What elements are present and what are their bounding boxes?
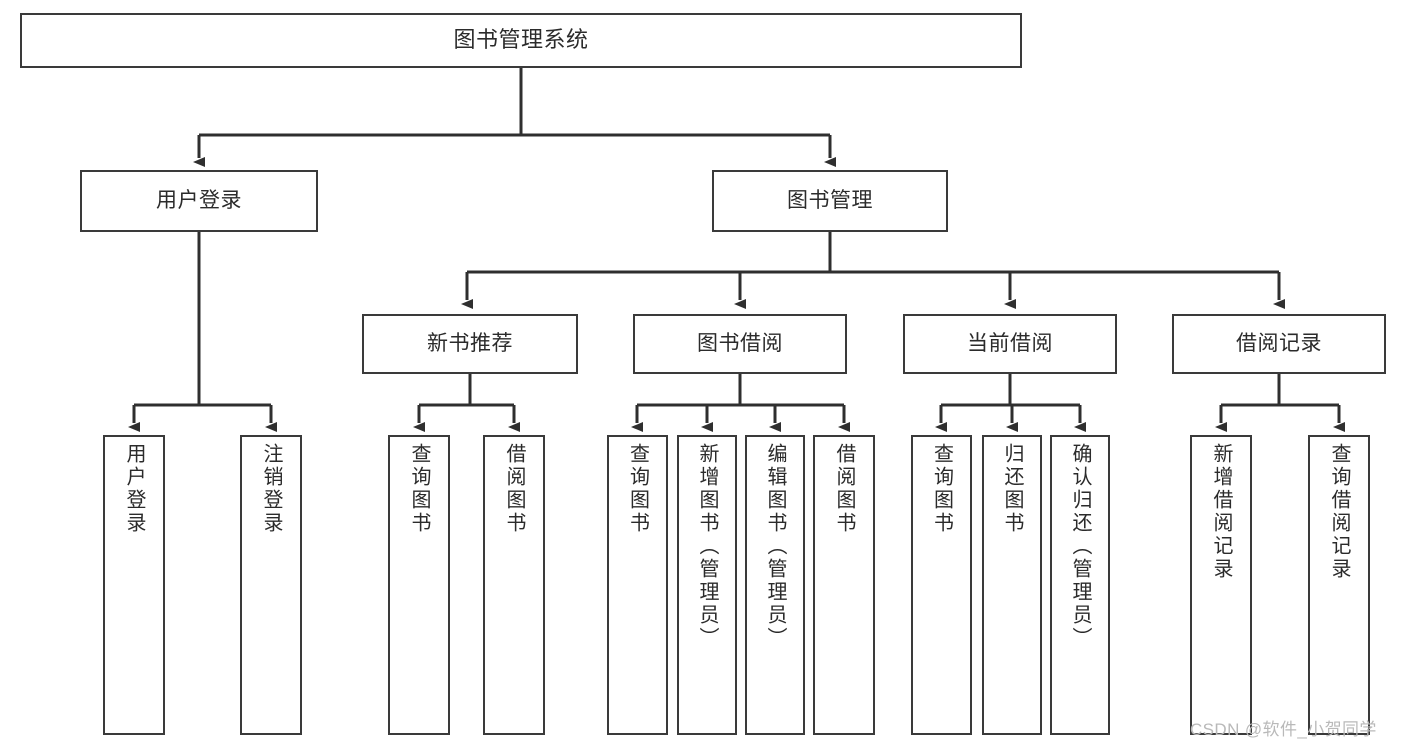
node-user-login-label: 用户登录: [156, 189, 242, 213]
node-borrow-record-label: 借阅记录: [1236, 332, 1322, 356]
leaf-borrow-borrow-book[interactable]: 借阅图书: [813, 435, 875, 735]
node-book-borrow[interactable]: 图书借阅: [633, 314, 847, 374]
leaf-record-query-label: 查询借阅记录: [1328, 443, 1350, 581]
node-current-borrow-label: 当前借阅: [967, 332, 1053, 356]
node-borrow-record[interactable]: 借阅记录: [1172, 314, 1386, 374]
leaf-recommend-borrow-book[interactable]: 借阅图书: [483, 435, 545, 735]
node-new-book-recommend-label: 新书推荐: [427, 332, 513, 356]
node-book-manage[interactable]: 图书管理: [712, 170, 948, 232]
leaf-current-query-book[interactable]: 查询图书: [911, 435, 972, 735]
node-root[interactable]: 图书管理系统: [20, 13, 1022, 68]
leaf-borrow-query-book-label: 查询图书: [626, 443, 649, 535]
node-user-login[interactable]: 用户登录: [80, 170, 318, 232]
node-root-label: 图书管理系统: [453, 27, 589, 53]
leaf-current-return-book-label: 归还图书: [1001, 443, 1023, 535]
leaf-user-login-label: 用户登录: [123, 443, 145, 535]
leaf-record-add-label: 新增借阅记录: [1210, 443, 1232, 581]
leaf-user-login[interactable]: 用户登录: [103, 435, 165, 735]
leaf-current-confirm-return-label: 确认归还（管理员）: [1069, 443, 1091, 650]
csdn-watermark: CSDN @软件_小贺同学: [1190, 720, 1377, 739]
leaf-borrow-edit-book-label: 编辑图书（管理员）: [764, 443, 786, 650]
leaf-borrow-borrow-book-label: 借阅图书: [833, 443, 855, 535]
leaf-borrow-add-book-label: 新增图书（管理员）: [696, 443, 718, 650]
leaf-recommend-borrow-book-label: 借阅图书: [503, 443, 525, 535]
node-book-manage-label: 图书管理: [787, 189, 873, 213]
leaf-borrow-query-book[interactable]: 查询图书: [607, 435, 668, 735]
leaf-record-add[interactable]: 新增借阅记录: [1190, 435, 1252, 735]
leaf-recommend-query-book[interactable]: 查询图书: [388, 435, 450, 735]
node-book-borrow-label: 图书借阅: [697, 332, 783, 356]
leaf-record-query[interactable]: 查询借阅记录: [1308, 435, 1370, 735]
node-current-borrow[interactable]: 当前借阅: [903, 314, 1117, 374]
leaf-current-return-book[interactable]: 归还图书: [982, 435, 1042, 735]
leaf-recommend-query-book-label: 查询图书: [408, 443, 430, 535]
leaf-current-query-book-label: 查询图书: [930, 443, 953, 535]
leaf-user-logout-label: 注销登录: [260, 443, 282, 535]
node-new-book-recommend[interactable]: 新书推荐: [362, 314, 578, 374]
leaf-borrow-add-book[interactable]: 新增图书（管理员）: [677, 435, 737, 735]
leaf-borrow-edit-book[interactable]: 编辑图书（管理员）: [745, 435, 805, 735]
leaf-user-logout[interactable]: 注销登录: [240, 435, 302, 735]
leaf-current-confirm-return[interactable]: 确认归还（管理员）: [1050, 435, 1110, 735]
